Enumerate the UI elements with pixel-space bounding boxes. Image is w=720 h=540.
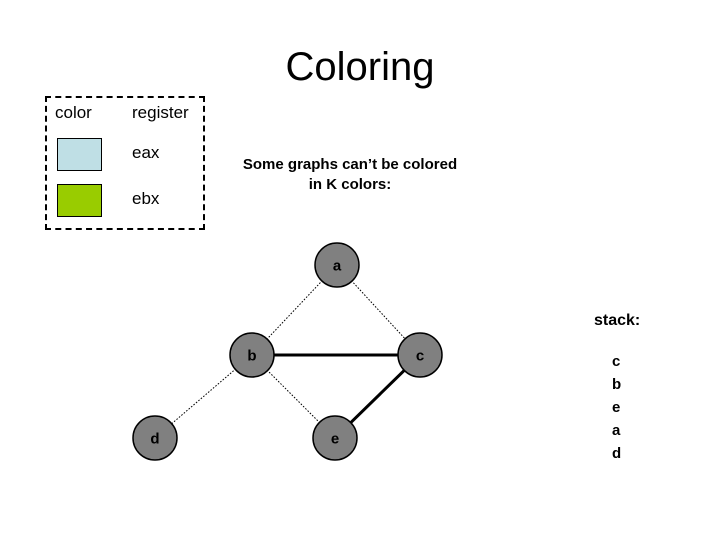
graph-edge-layer [170, 279, 407, 425]
graph-edge-b-d [170, 368, 237, 425]
legend-row-eax: eax [47, 138, 207, 178]
register-label-eax: eax [132, 143, 160, 162]
graph-node-circle-a [314, 242, 360, 288]
graph-node-circle-d [132, 415, 178, 461]
graph-node-circle-c [397, 332, 443, 378]
caption-line-2: in K colors: [308, 176, 392, 193]
graph-node-label-a: a [333, 258, 342, 275]
graph-node-label-e: e [331, 431, 339, 448]
legend-header-register: register [132, 103, 189, 122]
graph-node-layer: a b c d e [132, 242, 443, 461]
graph-node-circle-e [312, 415, 358, 461]
caption-line-1: Some graphs can’t be colored [242, 156, 458, 173]
legend-row-ebx: ebx [47, 184, 207, 224]
graph-node-label-b: b [247, 348, 256, 365]
graph-edge-b-e [266, 369, 321, 424]
stack-item: e [612, 399, 621, 416]
graph-node-label-c: c [416, 348, 424, 365]
stack-item: a [612, 422, 621, 439]
graph-edge-a-b [266, 279, 323, 341]
graph-node-circle-b [229, 332, 275, 378]
color-swatch-ebx [57, 184, 102, 217]
graph-node-c[interactable]: c [397, 332, 443, 378]
legend-header-row: color register [47, 102, 207, 128]
caption-text: Some graphs can’t be colored in K colors… [200, 155, 500, 195]
graph-node-a[interactable]: a [314, 242, 360, 288]
graph-node-b[interactable]: b [229, 332, 275, 378]
register-label-ebx: ebx [132, 189, 160, 208]
graph-node-d[interactable]: d [132, 415, 178, 461]
color-swatch-eax [57, 138, 102, 171]
page-title: Coloring [285, 45, 435, 89]
stack-title: stack: [594, 312, 641, 329]
legend-header-color: color [55, 103, 92, 122]
stack-item: c [612, 353, 621, 370]
color-register-legend: color register eax ebx [45, 96, 205, 230]
graph-node-e[interactable]: e [312, 415, 358, 461]
stack-item: d [612, 445, 622, 462]
graph-edge-a-c [350, 280, 407, 340]
stack-item: b [612, 376, 622, 393]
graph-edge-c-e [348, 368, 407, 425]
graph-node-label-d: d [150, 431, 159, 448]
